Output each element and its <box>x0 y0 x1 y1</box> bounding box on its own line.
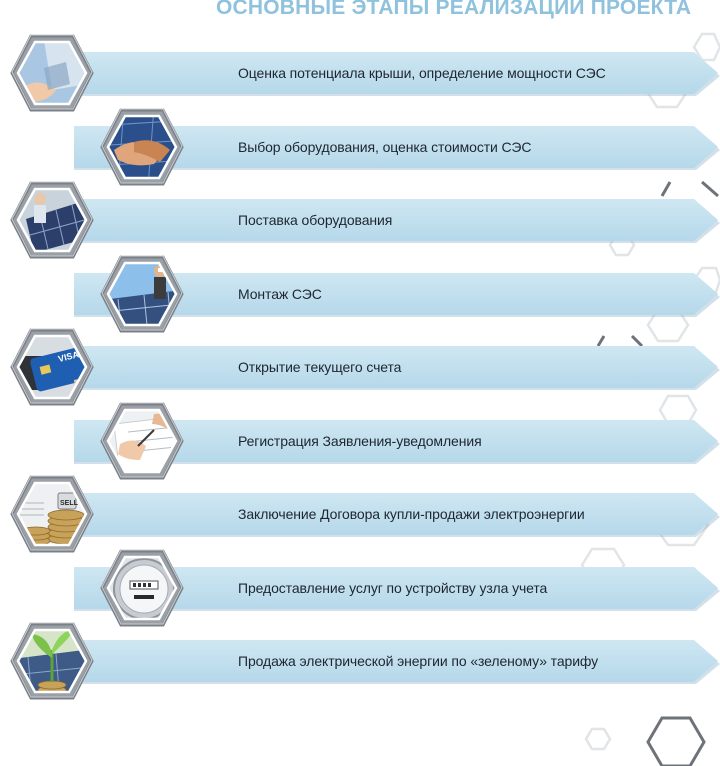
bank-card-icon: VISA <box>4 326 100 408</box>
page-title: ОСНОВНЫЕ ЭТАПЫ РЕАЛИЗАЦИИ ПРОЕКТА <box>216 0 692 19</box>
stage-label: Выбор оборудования, оценка стоимости СЭС <box>238 139 532 155</box>
stage-row: Регистрация Заявления-уведомления <box>0 402 720 480</box>
deco-hex-dark-2 <box>660 180 719 198</box>
stage-row: Продажа электрической энергии по «зелено… <box>0 622 720 700</box>
stage-label: Поставка оборудования <box>238 212 393 228</box>
stage-label: Монтаж СЭС <box>238 286 322 302</box>
stage-row: Заключение Договора купли-продажи электр… <box>0 475 720 553</box>
stage-row: Монтаж СЭС <box>0 255 720 333</box>
stage-banner <box>74 273 720 317</box>
stage-banner <box>74 567 720 611</box>
stage-banner <box>74 346 720 390</box>
coins-sell-icon: SELL <box>4 473 100 555</box>
installer-on-roof-icon <box>94 253 190 335</box>
stage-label: Оценка потенциала крыши, определение мощ… <box>238 65 606 81</box>
stage-row: Предоставление услуг по устройству узла … <box>0 549 720 627</box>
stage-banner <box>74 420 720 464</box>
stage-label: Открытие текущего счета <box>238 359 402 375</box>
stage-banner <box>74 640 720 684</box>
electric-meter-icon <box>94 547 190 629</box>
stage-banner <box>74 52 720 96</box>
rooftop-hand-icon <box>4 32 100 114</box>
stage-row: Выбор оборудования, оценка стоимости СЭС <box>0 108 720 186</box>
stage-banner <box>74 126 720 170</box>
stage-banner <box>74 493 720 537</box>
deco-hex-dark-3 <box>596 334 644 348</box>
sprout-coins-icon <box>4 620 100 702</box>
handshake-icon <box>94 106 190 188</box>
stage-label: Заключение Договора купли-продажи электр… <box>238 506 585 522</box>
deco-hex-dark-1 <box>646 716 706 766</box>
deco-hex-9 <box>584 727 612 751</box>
signing-document-icon <box>94 400 190 482</box>
stage-row: Поставка оборудования <box>0 181 720 259</box>
stage-row: Оценка потенциала крыши, определение мощ… <box>0 34 720 112</box>
solar-panel-delivery-icon <box>4 179 100 261</box>
stage-row: Открытие текущего счета VISA <box>0 328 720 406</box>
svg-text:SELL: SELL <box>60 500 79 507</box>
stage-label: Регистрация Заявления-уведомления <box>238 433 482 449</box>
stage-label: Продажа электрической энергии по «зелено… <box>238 653 599 669</box>
stage-label: Предоставление услуг по устройству узла … <box>238 580 548 596</box>
stage-banner <box>74 199 720 243</box>
